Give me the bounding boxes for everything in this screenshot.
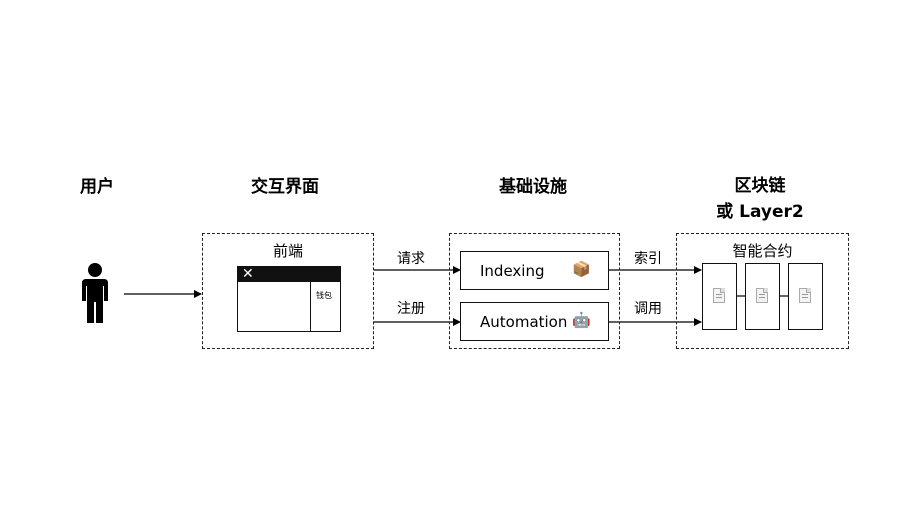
automation-node: Automation 🤖	[460, 302, 609, 341]
frontend-group	[202, 233, 374, 349]
infrastructure-group	[449, 233, 620, 349]
contract-file-icon	[799, 288, 811, 303]
contract-card	[702, 263, 737, 330]
blockchain-column-title-line1: 区块链	[734, 176, 786, 196]
close-icon: ✕	[242, 266, 254, 282]
blockchain-column-title-line2: 或 Layer2	[716, 202, 804, 222]
edge-label-index: 索引	[634, 251, 662, 267]
contract-card	[745, 263, 780, 330]
infrastructure-column-title: 基础设施	[499, 177, 567, 197]
robot-icon: 🤖	[572, 311, 591, 329]
edge-label-register: 注册	[397, 301, 425, 317]
user-column-title: 用户	[80, 177, 114, 197]
smart-contracts-title: 智能合约	[732, 242, 793, 260]
interface-column-title: 交互界面	[251, 177, 319, 197]
contract-file-icon	[756, 288, 768, 303]
wallet-panel: 钱包	[310, 281, 340, 332]
window-titlebar	[238, 267, 340, 282]
contract-file-icon	[713, 288, 725, 303]
indexing-label: Indexing	[480, 262, 545, 280]
contract-card	[788, 263, 823, 330]
automation-label: Automation	[480, 313, 568, 331]
indexing-node: Indexing 📦	[460, 251, 609, 290]
blockchain-group	[676, 233, 849, 349]
edge-label-request: 请求	[397, 251, 425, 267]
frontend-title: 前端	[272, 242, 303, 260]
person-icon	[82, 263, 108, 323]
app-window: ✕ 钱包	[237, 266, 341, 332]
wallet-label: 钱包	[316, 291, 332, 300]
edge-label-call: 调用	[634, 301, 662, 317]
package-icon: 📦	[572, 260, 591, 278]
